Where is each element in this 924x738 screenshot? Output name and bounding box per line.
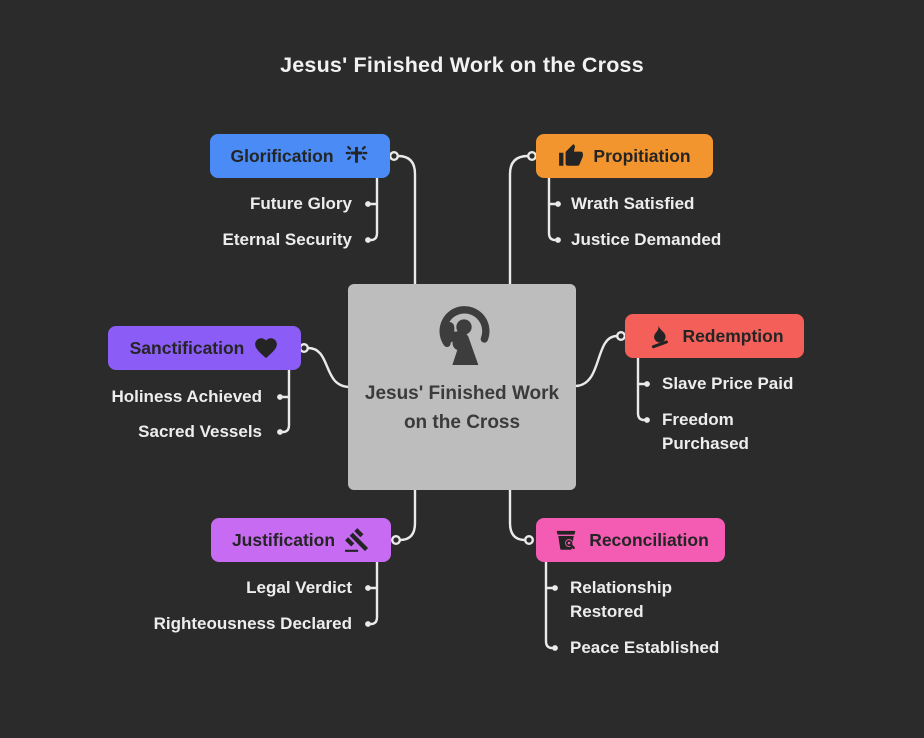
gavel-icon (344, 527, 370, 553)
dot-legal-verdict (365, 585, 371, 591)
subtopic-slave-price-paid[interactable]: Slave Price Paid (662, 374, 794, 393)
subtopic-justice-demanded[interactable]: Justice Demanded (571, 230, 722, 249)
branch-node-propitiation[interactable]: Propitiation (536, 134, 713, 178)
person-praising-icon (422, 296, 502, 376)
branch-label-propitiation: Propitiation (593, 145, 691, 166)
subtopic-peace-established[interactable]: Peace Established (570, 638, 720, 657)
dot-sacred-vessels (277, 429, 283, 435)
stem-reconciliation (544, 560, 554, 650)
link-propitiation-center (508, 154, 530, 287)
heart-icon (253, 335, 279, 361)
subtopic-wrath-satisfied[interactable]: Wrath Satisfied (571, 194, 695, 213)
shining-cross-icon (343, 143, 370, 170)
subtopic-freedom-purchased[interactable]: Freedom Purchased (662, 410, 749, 453)
branch-node-reconciliation[interactable]: Reconciliation (536, 518, 725, 562)
flame-icon (645, 322, 673, 350)
subtopic-eternal-security[interactable]: Eternal Security (222, 230, 352, 249)
dot-wrath-satisfied (555, 201, 561, 207)
ring-propitiation (527, 150, 538, 161)
branch-node-glorification[interactable]: Glorification (210, 134, 390, 178)
branch-node-sanctification[interactable]: Sanctification (108, 326, 301, 370)
stem-redemption (636, 356, 646, 422)
dot-future-glory (365, 201, 371, 207)
subtopic-future-glory[interactable]: Future Glory (249, 194, 352, 213)
stem-propitiation (547, 176, 557, 242)
dot-freedom-purchased (644, 417, 650, 423)
dot-justice-demanded (555, 237, 561, 243)
dot-eternal-security (365, 237, 371, 243)
central-topic-label: Jesus' Finished Work on the Cross (364, 383, 560, 433)
ring-sanctification (299, 343, 310, 354)
dot-righteousness-declared (365, 621, 371, 627)
stem-sanctification (281, 368, 291, 434)
ring-redemption (616, 331, 627, 342)
page-title: Jesus' Finished Work on the Cross (280, 53, 644, 77)
dot-holiness-achieved (277, 394, 283, 400)
ring-justification (391, 535, 402, 546)
bin-search-icon (552, 526, 580, 554)
dot-peace-established (552, 645, 558, 651)
link-sanctification-center (306, 346, 352, 389)
link-reconciliation-center (508, 486, 527, 542)
subtopic-righteousness-declared[interactable]: Righteousness Declared (153, 614, 352, 633)
central-topic-node[interactable]: Jesus' Finished Work on the Cross (348, 284, 576, 490)
branch-node-justification[interactable]: Justification (211, 518, 391, 562)
branch-label-reconciliation: Reconciliation (589, 529, 709, 550)
stem-justification (369, 560, 379, 626)
link-redemption-center (573, 334, 619, 388)
branch-label-justification: Justification (231, 529, 336, 550)
dot-relationship-restored (552, 585, 558, 591)
ring-glorification (389, 150, 400, 161)
dot-slave-price-paid (644, 381, 650, 387)
link-glorification-center (396, 154, 417, 287)
ring-reconciliation (524, 535, 535, 546)
link-justification-center (398, 486, 417, 542)
subtopic-sacred-vessels[interactable]: Sacred Vessels (138, 422, 262, 441)
branch-label-glorification: Glorification (230, 145, 334, 166)
thumbs-up-icon (558, 143, 584, 169)
branch-label-sanctification: Sanctification (129, 337, 245, 358)
stem-glorification (369, 176, 379, 242)
subtopic-holiness-achieved[interactable]: Holiness Achieved (111, 387, 262, 406)
branch-node-redemption[interactable]: Redemption (625, 314, 804, 358)
branch-label-redemption: Redemption (682, 325, 784, 346)
subtopic-relationship-restored[interactable]: Relationship Restored (570, 578, 673, 621)
subtopic-legal-verdict[interactable]: Legal Verdict (246, 578, 352, 597)
